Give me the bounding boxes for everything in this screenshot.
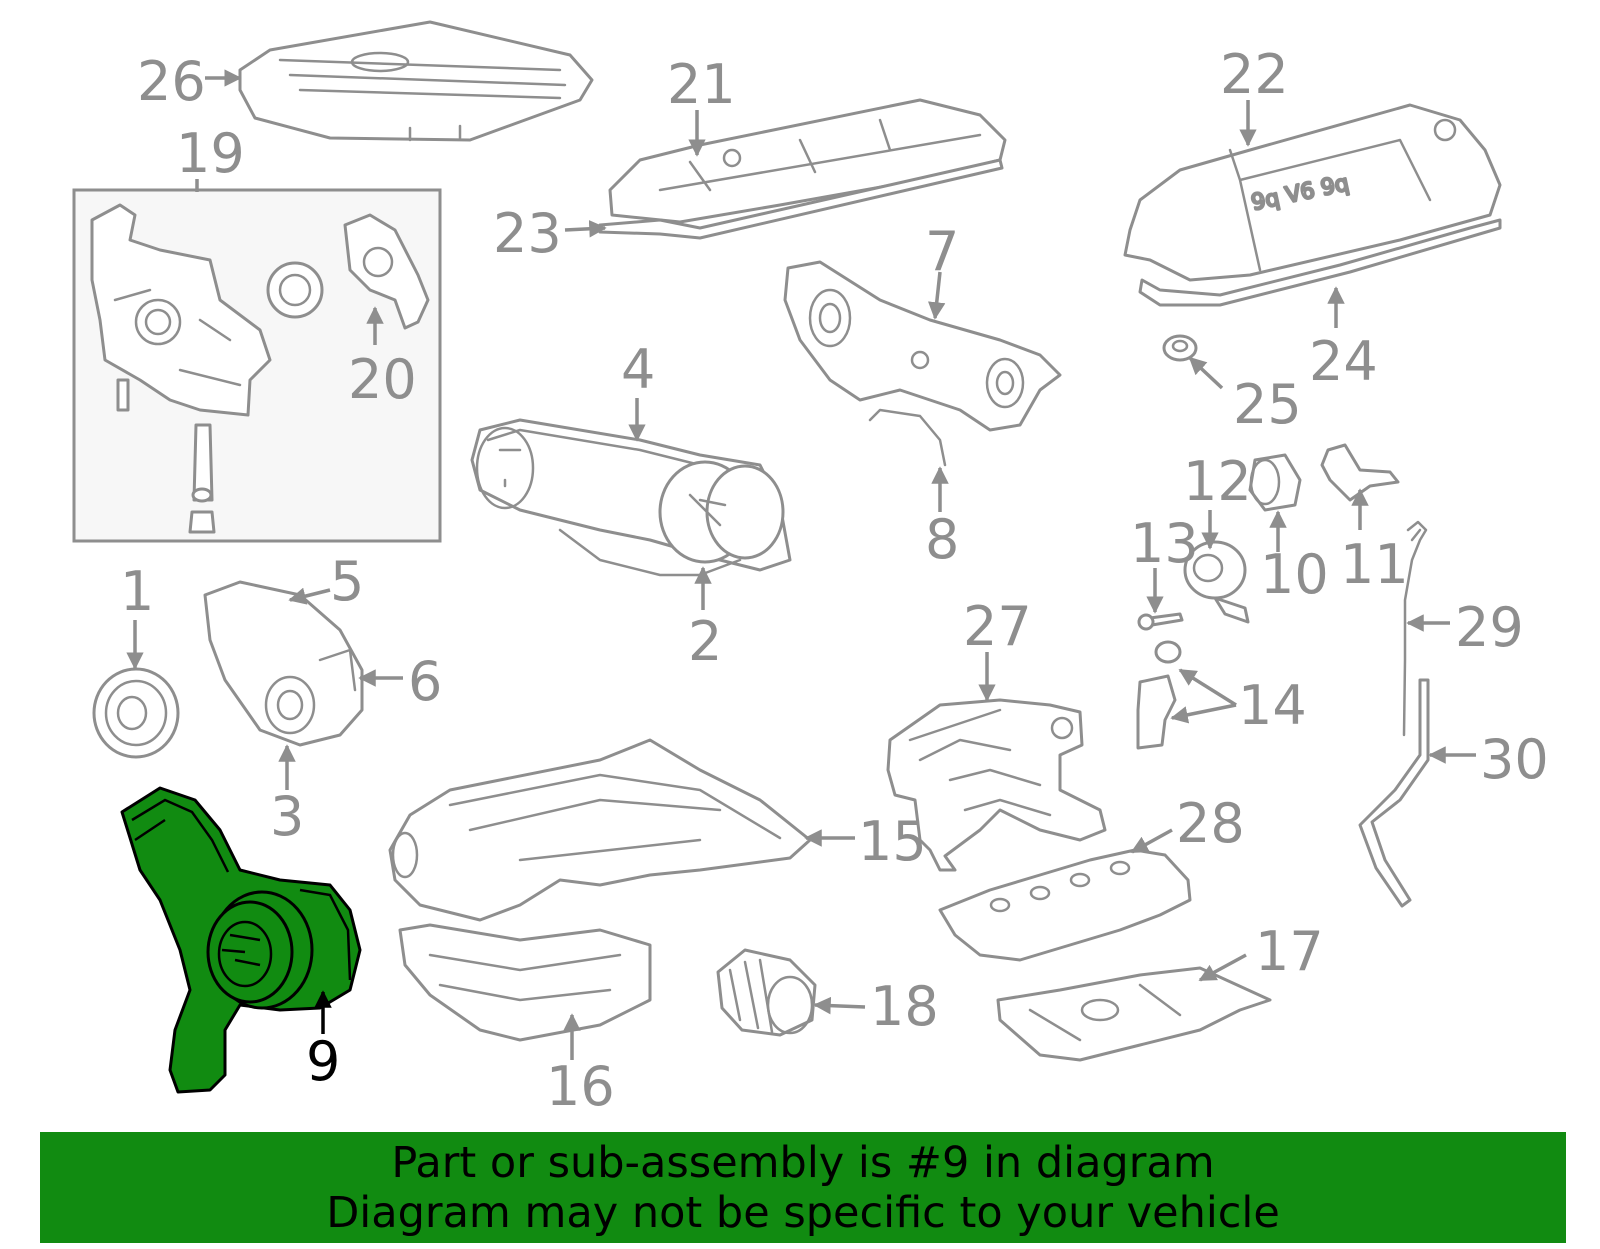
part-22-valve-cover[interactable]: 9q V6 9q <box>1123 103 1502 282</box>
callout-30: 30 <box>1480 728 1549 791</box>
part-1-crankshaft-pulley[interactable] <box>92 667 180 759</box>
callout-13: 13 <box>1130 512 1199 575</box>
callout-29: 29 <box>1455 596 1524 659</box>
banner-line-1: Part or sub-assembly is #9 in diagram <box>391 1137 1215 1188</box>
callout-27: 27 <box>963 595 1032 658</box>
callout-8: 8 <box>925 508 959 571</box>
part-17-lower-cover[interactable] <box>996 966 1272 1062</box>
part-29-dipstick[interactable] <box>1402 520 1428 737</box>
callout-4: 4 <box>621 338 655 401</box>
callout-10: 10 <box>1260 543 1329 606</box>
callout-16: 16 <box>546 1055 615 1118</box>
part-23-valve-cover-gasket[interactable] <box>598 158 1004 240</box>
part-10-idler-pulley[interactable] <box>1248 453 1302 512</box>
leader-lines <box>126 69 1476 1060</box>
part-24-valve-cover-gasket[interactable] <box>1138 218 1502 307</box>
part-25-seal[interactable] <box>1162 334 1198 362</box>
part-7-timing-cover[interactable] <box>783 260 1062 432</box>
callout-20: 20 <box>348 348 417 411</box>
callout-17: 17 <box>1255 920 1324 983</box>
part-27-intake-manifold[interactable] <box>886 698 1107 872</box>
part-18-oil-filter[interactable] <box>716 948 817 1037</box>
callout-2: 2 <box>688 610 722 673</box>
part-11-bracket[interactable] <box>1320 443 1400 502</box>
part-30-dipstick-tube[interactable] <box>1358 678 1430 908</box>
callout-18: 18 <box>870 975 939 1038</box>
part-13-bolt[interactable] <box>1137 612 1184 631</box>
callout-11: 11 <box>1340 533 1409 596</box>
part-16-oil-pan-lower[interactable] <box>398 923 652 1042</box>
callout-23: 23 <box>493 202 562 265</box>
callout-7: 7 <box>925 220 959 283</box>
callout-15: 15 <box>858 810 927 873</box>
part-12-idler-pulley[interactable] <box>1183 540 1250 624</box>
callout-24: 24 <box>1309 330 1378 393</box>
part-9-drive-belt-tensioner[interactable] <box>120 786 362 1094</box>
callout-22: 22 <box>1220 43 1289 106</box>
callout-21: 21 <box>667 53 736 116</box>
part-19-oil-pump-group[interactable] <box>72 188 442 543</box>
callout-3: 3 <box>270 785 304 848</box>
callout-12: 12 <box>1183 450 1252 513</box>
banner-line-2: Diagram may not be specific to your vehi… <box>326 1187 1280 1238</box>
part-info-banner: Part or sub-assembly is #9 in diagram Di… <box>40 1132 1566 1243</box>
callout-6: 6 <box>408 650 442 713</box>
callout-28: 28 <box>1176 792 1245 855</box>
part-14-water-outlet[interactable] <box>1136 640 1182 750</box>
part-15-oil-pan-upper[interactable] <box>388 738 812 922</box>
callout-5: 5 <box>330 550 364 613</box>
part-2-timing-belt-cover-lower[interactable] <box>558 460 785 577</box>
part-28-intake-plenum[interactable] <box>938 848 1192 962</box>
part-8-timing-cover-gasket[interactable] <box>868 408 947 467</box>
callout-19: 19 <box>176 122 245 185</box>
callout-9: 9 <box>306 1030 340 1093</box>
callout-14: 14 <box>1238 674 1307 737</box>
callout-25: 25 <box>1233 373 1302 436</box>
callout-numbers: 26 19 20 21 23 22 24 25 4 2 7 8 12 10 11… <box>120 43 1549 1118</box>
part-26-engine-cover[interactable] <box>238 20 594 142</box>
callout-1: 1 <box>120 560 154 623</box>
callout-26: 26 <box>137 50 206 113</box>
